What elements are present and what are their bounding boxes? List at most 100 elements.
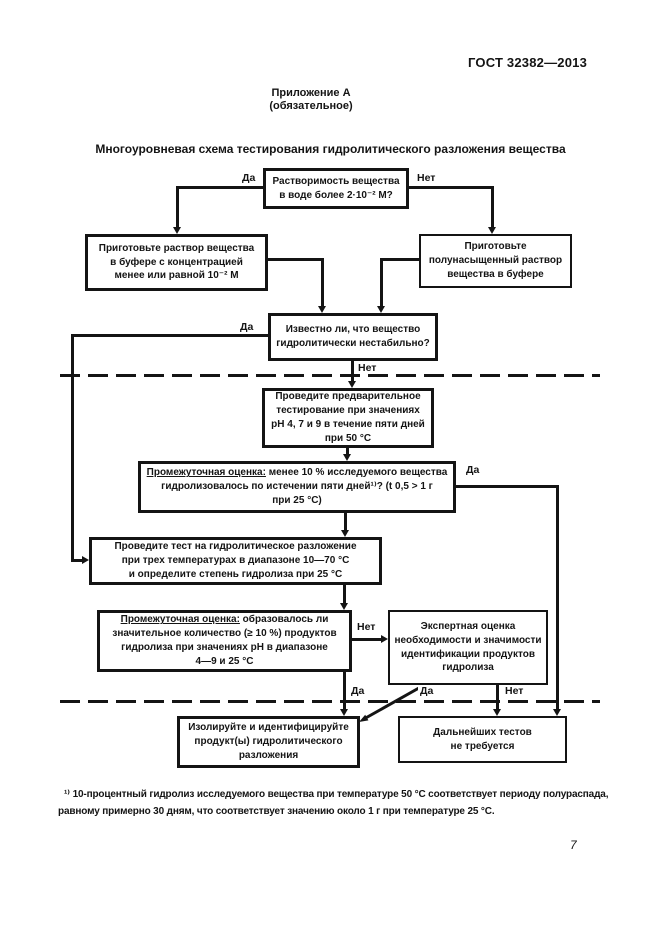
node-text: при трех температурах в диапазоне 10—70 …: [121, 555, 350, 567]
edge-known-no-line: [351, 361, 354, 383]
node-text: не требуется: [450, 740, 515, 752]
arrow-down-icon: [377, 306, 385, 313]
node-text: гидролиза: [442, 662, 494, 674]
node-text: Растворимость вещества: [272, 175, 400, 187]
doc-number: ГОСТ 32382—2013: [468, 55, 587, 70]
footnote-text: 10-процентный гидролиз исследуемого веще…: [72, 789, 609, 800]
node-interim-assessment-1: Промежуточная оценка: менее 10 % исследу…: [138, 461, 456, 513]
underlined-lead: Промежуточная оценка:: [120, 614, 240, 626]
footnote-marker: ¹⁾: [64, 789, 70, 800]
node-text: и определите степень гидролиза при 25 °С: [128, 568, 343, 580]
edge-interim2-no-line: [352, 638, 382, 641]
edge-buffer-to-known-line: [268, 258, 324, 261]
edge-interim2-yes-line: [343, 672, 346, 710]
node-expert-evaluation: Экспертная оценка необходимости и значим…: [388, 610, 548, 685]
arrow-down-icon: [343, 454, 351, 461]
edge-label-yes: Да: [349, 685, 367, 697]
edge-known-yes-line: [71, 334, 268, 337]
edge-expert-no-line: [496, 685, 499, 710]
node-text: гидролитически нестабильно?: [276, 338, 430, 349]
edge-interim1-yes-line: [456, 485, 559, 488]
edge-solubility-no-line: [409, 186, 494, 189]
edge-solubility-yes-line: [177, 186, 263, 189]
node-text: разложения: [238, 749, 299, 761]
arrow-right-icon: [381, 635, 388, 643]
node-text: Изолируйте и идентифицируйте: [188, 722, 349, 734]
edge-known-yes-line: [71, 334, 74, 562]
node-text: вещества в буфере: [447, 268, 544, 280]
edge-label-no: Нет: [356, 362, 379, 374]
node-text: продукт(ы) гидролитического: [194, 736, 343, 748]
node-text: Промежуточная оценка: образовалось ли: [100, 613, 349, 627]
node-text: образовалось ли: [239, 614, 329, 626]
arrow-down-icon: [553, 709, 561, 716]
node-interim-assessment-2: Промежуточная оценка: образовалось ли зн…: [97, 610, 352, 672]
node-text: Приготовьте раствор вещества: [98, 242, 255, 254]
node-text: Проведите тест на гидролитическое разлож…: [114, 541, 357, 553]
node-text: полунасыщенный раствор: [428, 255, 563, 267]
node-text: гидролизовалось по истечении пяти дней¹⁾…: [161, 481, 433, 493]
node-text: менее или равной 10⁻² М: [114, 270, 239, 282]
page-number: 7: [570, 838, 577, 852]
node-text: гидролиза при значениях pH в диапазоне: [121, 642, 328, 653]
arrow-down-icon: [340, 709, 348, 716]
node-text: тестирование при значениях: [276, 405, 420, 417]
annex-subtitle: (обязательное): [269, 100, 353, 112]
arrow-down-icon: [348, 381, 356, 388]
scheme-title: Многоуровневая схема тестирования гидрол…: [95, 142, 566, 156]
node-text: идентификации продуктов: [400, 648, 535, 660]
edge-label-no: Нет: [503, 685, 526, 697]
node-text: необходимости и значимости: [394, 634, 542, 646]
node-text: Приготовьте: [464, 241, 527, 253]
node-text: в буфере с концентрацией: [110, 256, 243, 268]
node-no-further-tests: Дальнейших тестов не требуется: [398, 716, 567, 763]
node-text: Экспертная оценка: [420, 620, 516, 632]
edge-label-yes: Да: [238, 321, 256, 333]
node-semi-saturated: Приготовьте полунасыщенный раствор вещес…: [419, 234, 572, 288]
node-text: Проведите предварительное: [275, 391, 421, 403]
node-preliminary-test: Проведите предварительное тестирование п…: [262, 388, 434, 448]
edge-label-yes: Да: [464, 464, 482, 476]
arrow-down-icon: [488, 227, 496, 234]
footnote-line-1: ¹⁾ 10-процентный гидролиз исследуемого в…: [64, 789, 608, 800]
node-solubility-question: Растворимость вещества в воде более 2·10…: [263, 168, 409, 209]
edge-buffer-to-known-line: [321, 258, 324, 307]
arrow-down-icon: [493, 709, 501, 716]
arrow-down-icon: [340, 603, 348, 610]
arrow-down-icon: [173, 227, 181, 234]
edge-label-no: Нет: [355, 621, 378, 633]
edge-known-yes-line: [71, 559, 83, 562]
annex-title: Приложение А: [271, 87, 351, 99]
node-text: pH 4, 7 и 9 в течение пяти дней: [271, 419, 425, 430]
node-isolate-identify: Изолируйте и идентифицируйте продукт(ы) …: [177, 716, 360, 768]
node-hydrolysis-test: Проведите тест на гидролитическое разлож…: [89, 537, 382, 585]
edge-test-to-interim2-line: [343, 585, 346, 604]
tier-divider-dashed-line: [60, 700, 600, 703]
edge-prelim-to-interim1-line: [346, 448, 349, 456]
edge-semisat-to-known-line: [380, 258, 419, 261]
node-text: Дальнейших тестов: [433, 726, 532, 738]
edge-solubility-yes-line: [176, 186, 179, 228]
edge-interim1-yes-line: [556, 485, 559, 711]
edge-semisat-to-known-line: [380, 258, 383, 307]
node-known-unstable: Известно ли, что вещество гидролитически…: [268, 313, 438, 361]
arrow-down-icon: [341, 530, 349, 537]
edge-label-yes: Да: [240, 172, 258, 184]
node-text: Известно ли, что вещество: [285, 324, 421, 336]
arrow-down-icon: [318, 306, 326, 313]
node-text: 4—9 и 25 °С: [195, 655, 254, 667]
arrow-right-icon: [82, 556, 89, 564]
node-text: значительное количество (≥ 10 %) продукт…: [112, 628, 337, 640]
edge-label-yes: Да: [418, 685, 436, 697]
edge-interim1-to-test-line: [344, 513, 347, 531]
node-text: в воде более 2·10⁻² М?: [279, 189, 393, 201]
edge-solubility-no-line: [491, 186, 494, 228]
edge-label-no: Нет: [415, 172, 438, 184]
node-buffer-solution: Приготовьте раствор вещества в буфере с …: [85, 234, 268, 291]
underlined-lead: Промежуточная оценка:: [146, 467, 266, 479]
tier-divider-dashed-line: [60, 374, 600, 377]
node-text: при 50 °С: [324, 432, 372, 444]
node-text: менее 10 % исследуемого вещества: [265, 467, 448, 479]
footnote-line-2: равному примерно 30 дням, что соответств…: [58, 806, 495, 817]
